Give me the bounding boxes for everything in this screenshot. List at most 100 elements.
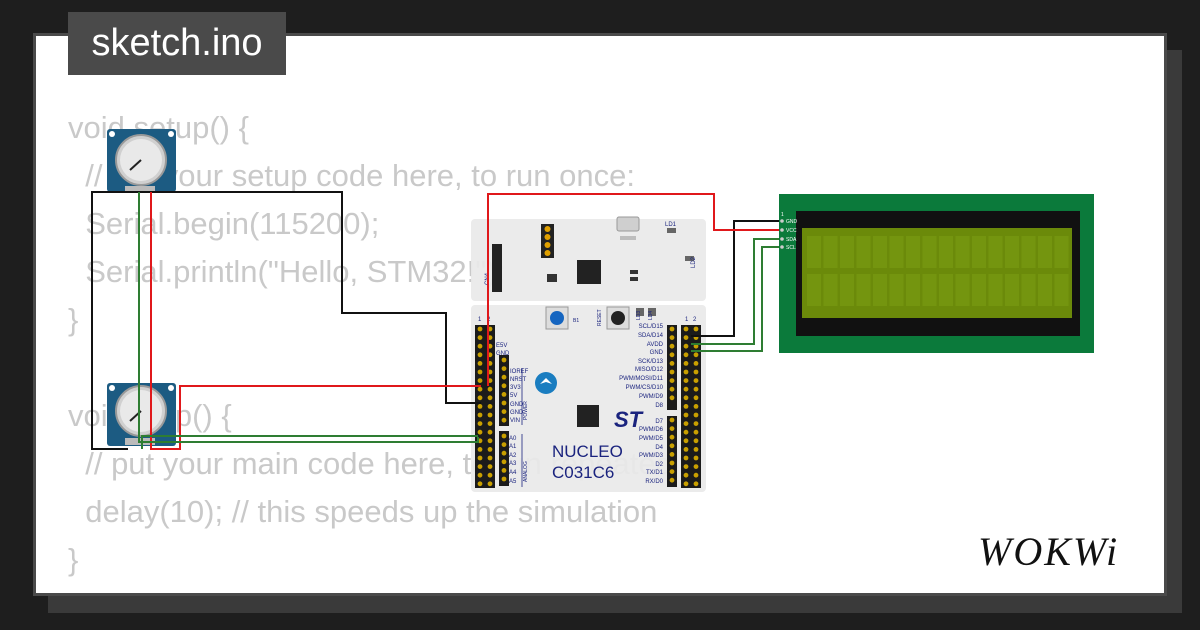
header-pin — [501, 433, 507, 439]
header-pin — [477, 472, 483, 478]
wires — [91, 191, 779, 450]
header-pin — [683, 412, 689, 418]
lcd-char-cell — [972, 236, 986, 268]
pin-label-gnd-2: GND — [510, 410, 524, 416]
header-pin — [693, 352, 699, 358]
header-pin — [487, 438, 493, 444]
lcd-char-cell — [1021, 274, 1036, 306]
header-pin — [487, 395, 493, 401]
pin-label-ioref: IOREF — [510, 369, 529, 375]
header-pin — [683, 429, 689, 435]
cn-left-label-1: 1 — [478, 317, 482, 323]
pin-label-a1: A1 — [509, 444, 517, 450]
pin-label-avdd: AVDD — [647, 342, 664, 348]
header-pin — [683, 464, 689, 469]
wire-gnd-pot-top — [91, 191, 128, 450]
header-pin — [477, 429, 483, 435]
lcd-char-cell — [988, 274, 1003, 306]
header-pin — [477, 412, 483, 418]
header-pin — [487, 386, 493, 392]
led-ld1 — [667, 228, 676, 233]
header-pin — [487, 455, 493, 461]
user-button[interactable] — [545, 306, 569, 330]
header-pin — [669, 460, 675, 466]
header-pin — [693, 464, 699, 469]
lcd-pin-vcc: VCC — [786, 228, 797, 234]
lcd-char-cell — [939, 236, 953, 268]
pin-label-d5: PWM/D5 — [639, 436, 664, 442]
lcd-char-cell — [856, 274, 871, 306]
lcd-char-cell — [1005, 274, 1019, 306]
header-pin — [477, 464, 483, 469]
top-pin-header — [541, 224, 554, 258]
stm32-logo — [535, 372, 557, 394]
lcd-character-grid — [807, 236, 1069, 306]
lcd-char-cell — [823, 274, 838, 306]
lcd-char-cell — [1038, 274, 1052, 306]
lcd-char-cell — [840, 274, 854, 306]
header-pin — [683, 404, 689, 409]
header-pin — [501, 409, 507, 414]
header-pin — [477, 326, 483, 332]
header-pin — [683, 455, 689, 461]
wire-gnd-lcd — [691, 220, 779, 337]
header-pin — [693, 455, 699, 461]
mcu-chip-2 — [577, 405, 599, 427]
header-pin — [477, 395, 483, 401]
reset-button[interactable] — [606, 306, 630, 330]
pin-label-d13: SCK/D13 — [638, 359, 664, 365]
header-pin — [487, 447, 493, 452]
header-pin — [501, 476, 507, 482]
header-pin — [487, 421, 493, 426]
ld3-label: LD3 — [636, 311, 642, 320]
pin-label-d9: PWM/D9 — [639, 394, 664, 400]
header-pin — [501, 417, 507, 423]
header-pin — [669, 343, 675, 349]
power-group-label: POWER — [523, 401, 529, 420]
lcd-char-cell — [988, 236, 1003, 268]
lcd-char-cell — [823, 236, 838, 268]
pin-label-d4: D4 — [655, 445, 663, 451]
pin-label-a4: A4 — [509, 470, 517, 476]
cn-right-label-1: 1 — [685, 317, 689, 323]
pin-label-gnd-right: GND — [650, 350, 664, 356]
wire-scl — [691, 246, 779, 352]
lcd-char-cell — [1054, 236, 1069, 268]
header-pin — [683, 481, 689, 487]
file-tab[interactable]: sketch.ino — [68, 12, 286, 75]
header-pin — [683, 472, 689, 478]
header-pin — [683, 361, 689, 366]
header-pin — [501, 383, 507, 389]
lcd-char-cell — [955, 236, 970, 268]
pin-label-d3: PWM/D3 — [639, 453, 664, 459]
wire-sda — [691, 238, 779, 345]
pin-label-d0: RX/D0 — [645, 479, 663, 485]
pin-label-d14: SDA/D14 — [638, 333, 664, 339]
header-pin — [683, 421, 689, 426]
lcd-char-cell — [889, 274, 904, 306]
header-pin — [683, 378, 689, 383]
header-pin — [669, 452, 675, 457]
wire-vcc-board-to-lcd — [487, 193, 779, 386]
lcd-1602-i2c[interactable]: 1 GND VCC SDA SCL — [779, 194, 1094, 353]
lcd-char-cell — [1005, 236, 1019, 268]
header-pin — [683, 386, 689, 392]
lcd-pin-scl: SCL — [786, 245, 796, 251]
header-pin — [477, 352, 483, 358]
pin-label-d15: SCL/D15 — [639, 324, 664, 330]
nucleo-board[interactable]: LD1 LD2 CN4 B1 RESET LD3 LD4 ST NUCLEO C… — [471, 216, 706, 492]
lcd-char-cell — [1054, 274, 1069, 306]
header-pin — [669, 386, 675, 392]
potentiometer-top[interactable] — [107, 129, 176, 193]
header-pin — [477, 481, 483, 487]
lcd-char-cell — [922, 236, 937, 268]
reset-label: RESET — [597, 309, 603, 326]
pin-label-a5: A5 — [509, 479, 517, 485]
header-pin — [501, 374, 507, 380]
lcd-char-cell — [1021, 236, 1036, 268]
header-pin — [669, 361, 675, 366]
ld2-label: LD2 — [691, 256, 697, 268]
header-pin — [477, 378, 483, 383]
lcd-pin-sda: SDA — [786, 237, 797, 243]
header-pin — [693, 429, 699, 435]
